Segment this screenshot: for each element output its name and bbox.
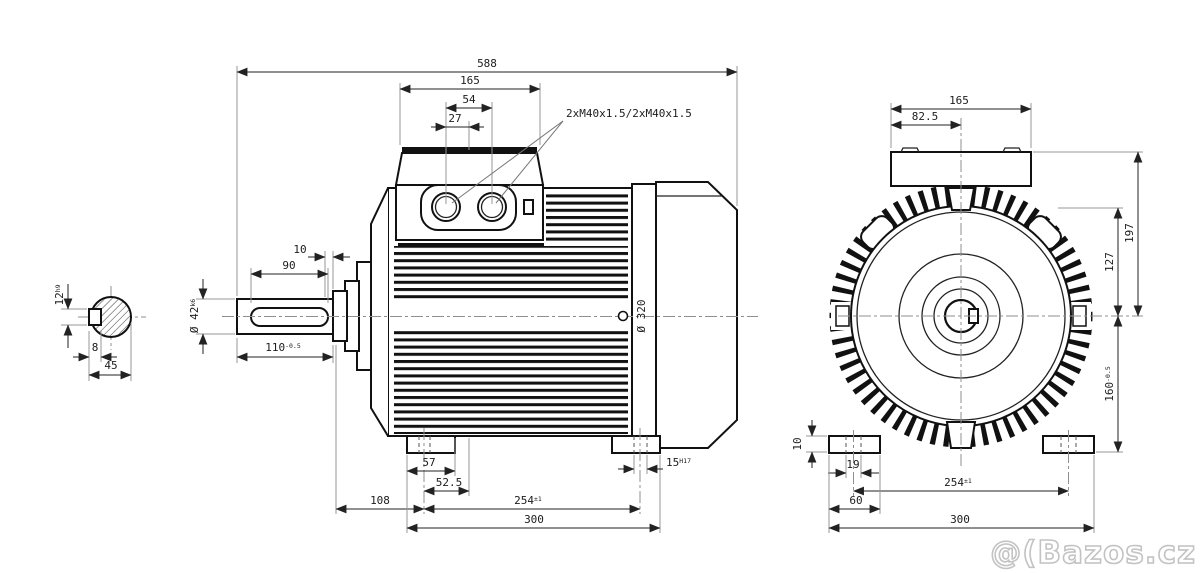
side-view: Ø 320 588 165 54 27 2xM40x1.5/2xM40x1.5 … [188, 57, 758, 533]
dim-foot-length: 57 [422, 456, 435, 469]
earth-terminal [523, 199, 534, 215]
terminal-box-lid [394, 152, 545, 186]
dim-center-to-top: 197 [1123, 223, 1136, 243]
dim-foot-span-front: 300 [950, 513, 970, 526]
foot [611, 435, 661, 454]
dim-shoulder-to-hole: 108 [370, 494, 390, 507]
cooling-ribs [546, 192, 628, 244]
dim-key-width: 8 [92, 341, 99, 354]
fan-cover [655, 181, 738, 449]
dim-keyway-end: 10 [293, 243, 306, 256]
front-view: 165 82.5 197 127 160-0.5 10 19 254±1 [791, 94, 1143, 533]
fan-end-ring [631, 183, 657, 437]
dim-overall-length: 588 [477, 57, 497, 70]
dim-foot-width: 60 [849, 494, 862, 507]
gland-thread-label: 2xM40x1.5/2xM40x1.5 [566, 107, 692, 120]
cooling-ribs [394, 246, 628, 302]
dim-foot-hole-width: 19 [846, 458, 859, 471]
end-shield [370, 187, 389, 437]
dim-foot-thickness: 10 [791, 437, 804, 450]
dim-foot-span: 300 [524, 513, 544, 526]
dim-frame-diameter: Ø 320 [635, 299, 648, 332]
dim-gland-offset: 27 [448, 112, 461, 125]
dim-key-flat: 45 [104, 359, 117, 372]
dim-foot-hole-spacing: 254±1 [514, 494, 542, 507]
drain-hole [617, 310, 629, 322]
dim-shaft-length: 110-0.5 [265, 341, 301, 354]
dim-foot-hole-spacing-front: 254±1 [944, 476, 972, 489]
watermark: @(Bazos.cz [989, 534, 1196, 572]
dim-foot-hole-dia: 15H17 [666, 456, 691, 469]
dim-box-length: 165 [460, 74, 480, 87]
dim-key-height: 12h9 [53, 284, 66, 305]
cooling-ribs [394, 330, 628, 434]
dim-box-width: 165 [949, 94, 969, 107]
dim-shaft-diameter: Ø 42k6 [188, 299, 201, 333]
dim-foot-hole-to-center: 52.5 [436, 476, 463, 489]
foot [406, 435, 456, 454]
shaft-section-view: 12h9 8 45 [53, 284, 146, 381]
dim-center-to-lug: 127 [1103, 252, 1116, 272]
dim-keyway-length: 90 [282, 259, 295, 272]
dim-shaft-height: 160-0.5 [1103, 366, 1116, 402]
dim-box-half-width: 82.5 [912, 110, 939, 123]
keyway-notch [88, 308, 102, 326]
foot [828, 435, 881, 454]
dim-gland-spacing: 54 [462, 93, 476, 106]
